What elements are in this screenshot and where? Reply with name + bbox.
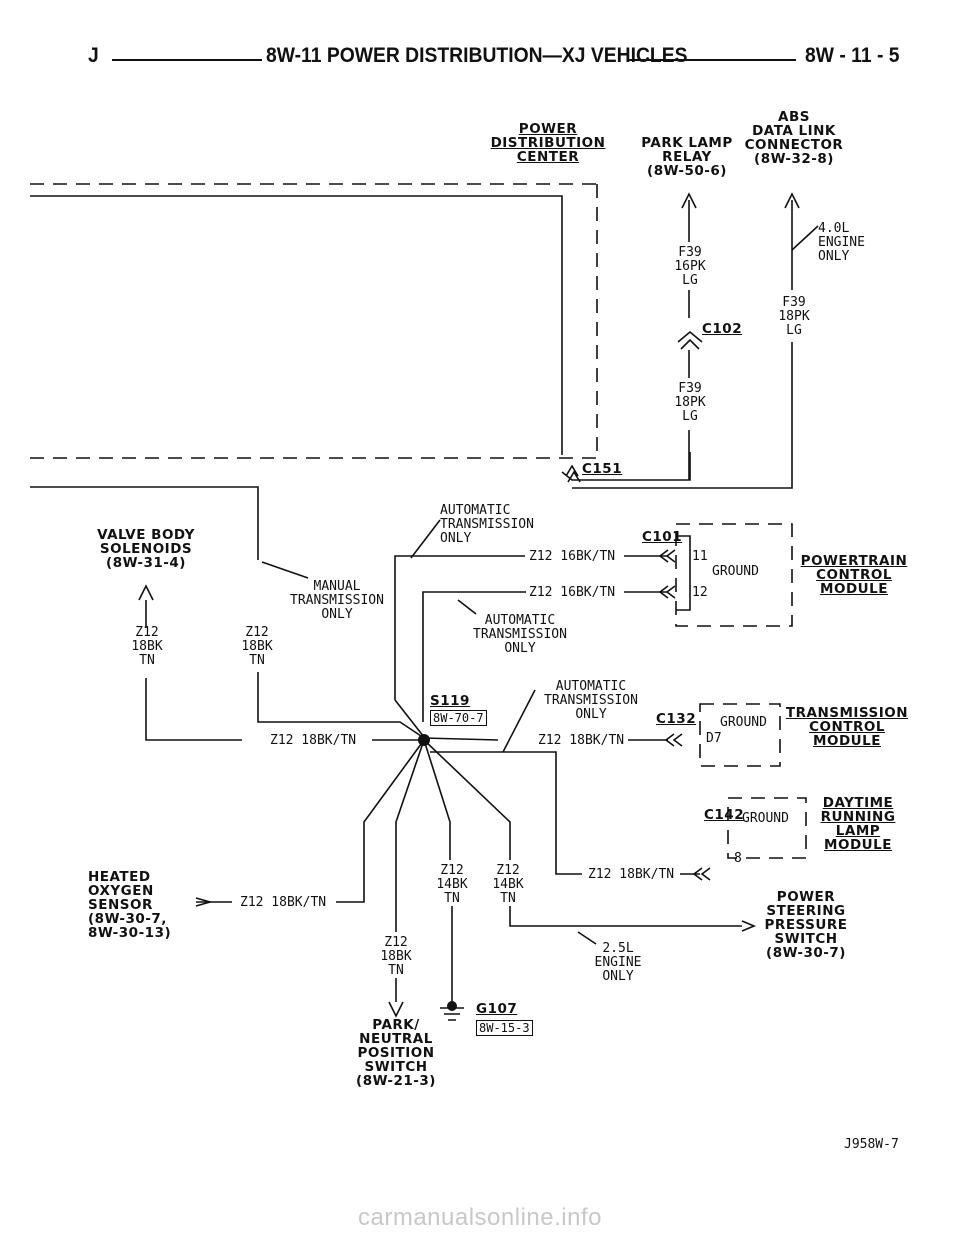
engine-40-note: 4.0L ENGINE ONLY	[818, 221, 865, 264]
drl-ground: GROUND	[742, 811, 789, 826]
pin-12: 12	[692, 585, 708, 600]
park-lamp-arrow	[681, 192, 697, 209]
harness-top-wire	[30, 486, 259, 560]
wire-f39-18pk-b: F39 18PK LG	[778, 295, 810, 338]
wire-z12-pnp: Z12 18BK TN	[380, 935, 412, 978]
auto-trans-note-b: AUTOMATIC TRANSMISSION ONLY	[473, 613, 567, 656]
o2-sensor-label: HEATED OXYGEN SENSOR (8W-30-7, 8W-30-13)	[88, 869, 172, 941]
splice-to-pcm	[394, 699, 425, 738]
tcm-wire	[423, 737, 499, 741]
s119-splice	[418, 734, 430, 746]
g107-label: G107	[476, 1001, 518, 1017]
manual-trans-wire	[257, 672, 425, 739]
valve-body-wire	[145, 678, 242, 741]
wire-z12-man: Z12 18BK TN	[241, 625, 273, 668]
wire-z12-drl: Z12 18BK/TN	[588, 867, 675, 882]
valve-body-arrow	[138, 584, 154, 601]
wire-f39-18pk-a: F39 18PK LG	[674, 381, 706, 424]
g107-ref: 8W-15-3	[476, 1020, 533, 1036]
wire-z12-main: Z12 18BK/TN	[270, 733, 357, 748]
wire-z12-tcm: Z12 18BK/TN	[538, 733, 625, 748]
splice-to-pnp	[395, 739, 425, 932]
wire-z12-vb: Z12 18BK TN	[131, 625, 163, 668]
c132-label: C132	[656, 711, 697, 727]
pdc-label: POWER DISTRIBUTION CENTER	[490, 121, 606, 165]
manual-trans-note: MANUAL TRANSMISSION ONLY	[290, 579, 384, 622]
page-number: 8W - 11 - 5	[805, 44, 900, 67]
pdc-internal-wire	[30, 195, 563, 455]
c101-box	[676, 535, 691, 611]
c102-label: C102	[702, 321, 743, 337]
drl-box	[727, 797, 807, 859]
page-title: 8W-11 POWER DISTRIBUTION—XJ VEHICLES	[266, 44, 688, 67]
wire-z12-o2: Z12 18BK/TN	[240, 895, 327, 910]
figure-id: J958W-7	[844, 1137, 899, 1152]
s119-ref: 8W-70-7	[430, 710, 487, 726]
c142-symbol	[692, 867, 711, 881]
pin-d7: D7	[706, 731, 722, 746]
ps-wire	[509, 906, 742, 927]
pnp-switch-label: PARK/ NEUTRAL POSITION SWITCH (8W-21-3)	[356, 1017, 436, 1089]
abs-connector-label: ABS DATA LINK CONNECTOR (8W-32-8)	[744, 109, 844, 167]
splice-to-o2	[336, 739, 425, 903]
tcm-label: TRANSMISSION CONTROL MODULE	[785, 705, 909, 749]
wire-f39-16pk: F39 16PK LG	[674, 245, 706, 288]
valve-body-label: VALVE BODY SOLENOIDS (8W-31-4)	[97, 527, 195, 571]
auto-trans-b-leader	[457, 599, 477, 615]
f39-18pk-b-wire-b	[572, 342, 793, 489]
splice-to-ps	[423, 739, 511, 860]
watermark: carmanualsonline.info	[358, 1204, 602, 1231]
wire-z12-pcm-12: Z12 16BK/TN	[529, 585, 616, 600]
header-left: J	[88, 44, 99, 67]
pcm-wire-12	[422, 591, 526, 722]
manual-trans-leader	[261, 561, 309, 579]
c132-symbol	[664, 733, 683, 747]
park-lamp-relay-label: PARK LAMP RELAY (8W-50-6)	[641, 135, 733, 179]
drl-wire	[430, 751, 582, 875]
auto-trans-note-c: AUTOMATIC TRANSMISSION ONLY	[544, 679, 638, 722]
pin-11: 11	[692, 549, 708, 564]
c102-symbol	[677, 330, 703, 350]
tcm-box	[699, 703, 781, 767]
g107-dot	[447, 1001, 457, 1011]
pcm-label: POWERTRAIN CONTROL MODULE	[800, 553, 908, 597]
pcm-ground: GROUND	[712, 564, 759, 579]
ps-switch-label: POWER STEERING PRESSURE SWITCH (8W-30-7)	[764, 889, 848, 961]
header-rule-left	[112, 59, 262, 61]
ps-arrow	[741, 920, 757, 932]
s119-label: S119	[430, 693, 470, 709]
c151-symbol	[565, 464, 581, 483]
tcm-ground: GROUND	[720, 715, 767, 730]
c151-wire	[561, 452, 691, 481]
pnp-arrow	[388, 1001, 404, 1018]
c142-label: C142	[704, 807, 745, 823]
engine-25-leader	[577, 931, 597, 945]
wire-z12-pcm-11: Z12 16BK/TN	[529, 549, 616, 564]
c101-pin12-symbol	[658, 585, 676, 599]
wire-z12-g107: Z12 14BK TN	[436, 863, 468, 906]
engine-40-leader	[791, 225, 819, 251]
auto-trans-note-a: AUTOMATIC TRANSMISSION ONLY	[440, 503, 534, 546]
auto-trans-c-leader	[502, 689, 536, 753]
pcm-box	[675, 523, 793, 627]
c151-label: C151	[582, 461, 623, 477]
engine-25-note: 2.5L ENGINE ONLY	[594, 941, 642, 984]
wire-z12-ps: Z12 14BK TN	[492, 863, 524, 906]
header-rule-right	[628, 59, 796, 61]
c101-pin11-symbol	[658, 549, 676, 563]
pcm-wire-11	[394, 555, 525, 700]
auto-trans-a-leader	[410, 519, 441, 559]
splice-to-g107	[423, 739, 451, 860]
o2-arrow	[195, 897, 213, 907]
pin-8: 8	[734, 851, 742, 866]
c101-label: C101	[642, 529, 683, 545]
abs-arrow	[784, 192, 800, 209]
drl-label: DAYTIME RUNNING LAMP MODULE	[820, 795, 896, 853]
